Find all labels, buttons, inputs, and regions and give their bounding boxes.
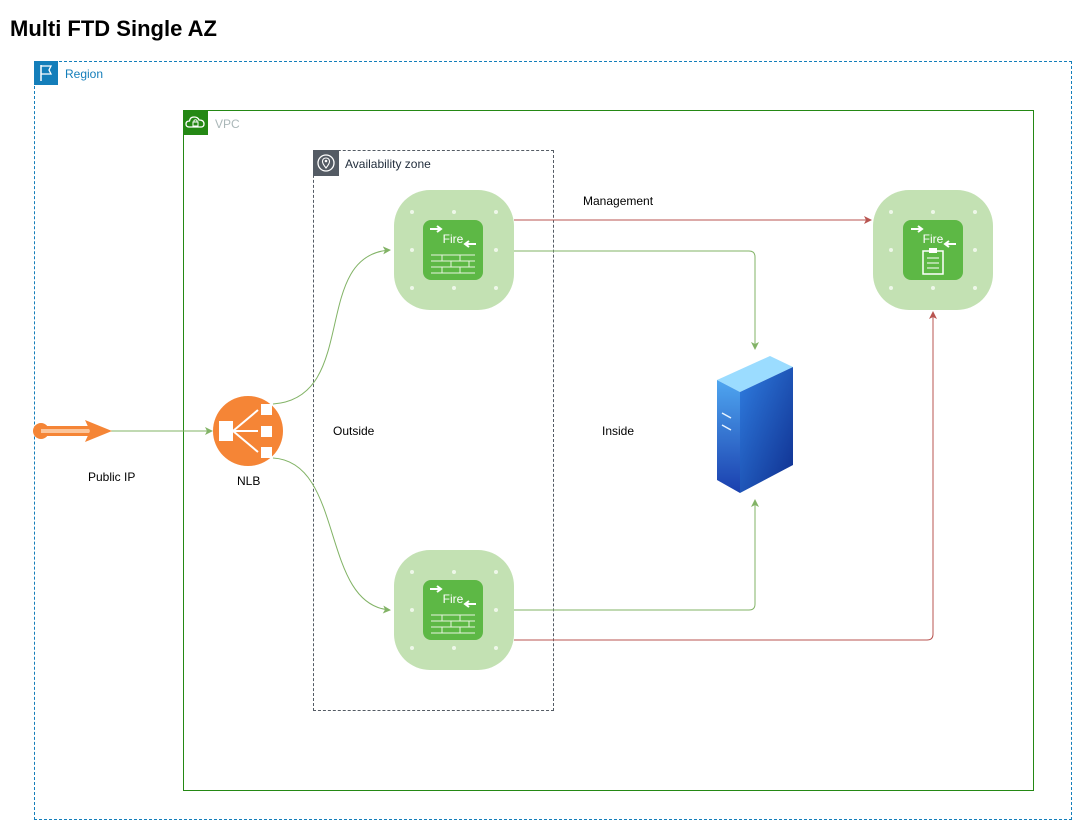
firewall-top-label: Fire <box>443 232 464 246</box>
management-label: Management <box>583 194 654 208</box>
region-label: Region <box>65 67 104 81</box>
internet-gateway-arrow-icon <box>33 420 112 442</box>
firewall-top-to-server-link <box>514 250 759 350</box>
availability-zone-group <box>313 150 554 711</box>
availability-zone-label: Availability zone <box>345 157 431 171</box>
location-pin-icon <box>313 150 339 176</box>
management-center-node[interactable] <box>873 190 993 310</box>
nlb-to-firewall-bottom-link <box>272 457 391 614</box>
vpc-group <box>183 110 1034 791</box>
load-balancer-icon <box>213 396 283 466</box>
outside-label: Outside <box>333 424 375 438</box>
firewall-top-node[interactable] <box>394 190 514 310</box>
flag-icon <box>34 61 58 85</box>
firewall-bottom-to-server-link <box>514 499 759 611</box>
cloud-lock-icon <box>183 110 208 135</box>
inside-label: Inside <box>602 424 635 438</box>
firewall-bottom-label: Fire <box>443 592 464 606</box>
vpc-label: VPC <box>215 117 240 131</box>
public-ip-label: Public IP <box>88 470 136 484</box>
firewall-icon <box>423 220 483 280</box>
nlb-label: NLB <box>237 474 261 488</box>
nlb-to-firewall-top-link <box>272 246 391 405</box>
region-group <box>34 61 1072 820</box>
firewall-icon <box>423 580 483 640</box>
firewall-bottom-management-link <box>514 311 937 641</box>
server-icon <box>717 356 793 493</box>
diagram-title: Multi FTD Single AZ <box>10 16 217 41</box>
firewall-bottom-node[interactable] <box>394 550 514 670</box>
management-center-label: Fire <box>923 232 944 246</box>
